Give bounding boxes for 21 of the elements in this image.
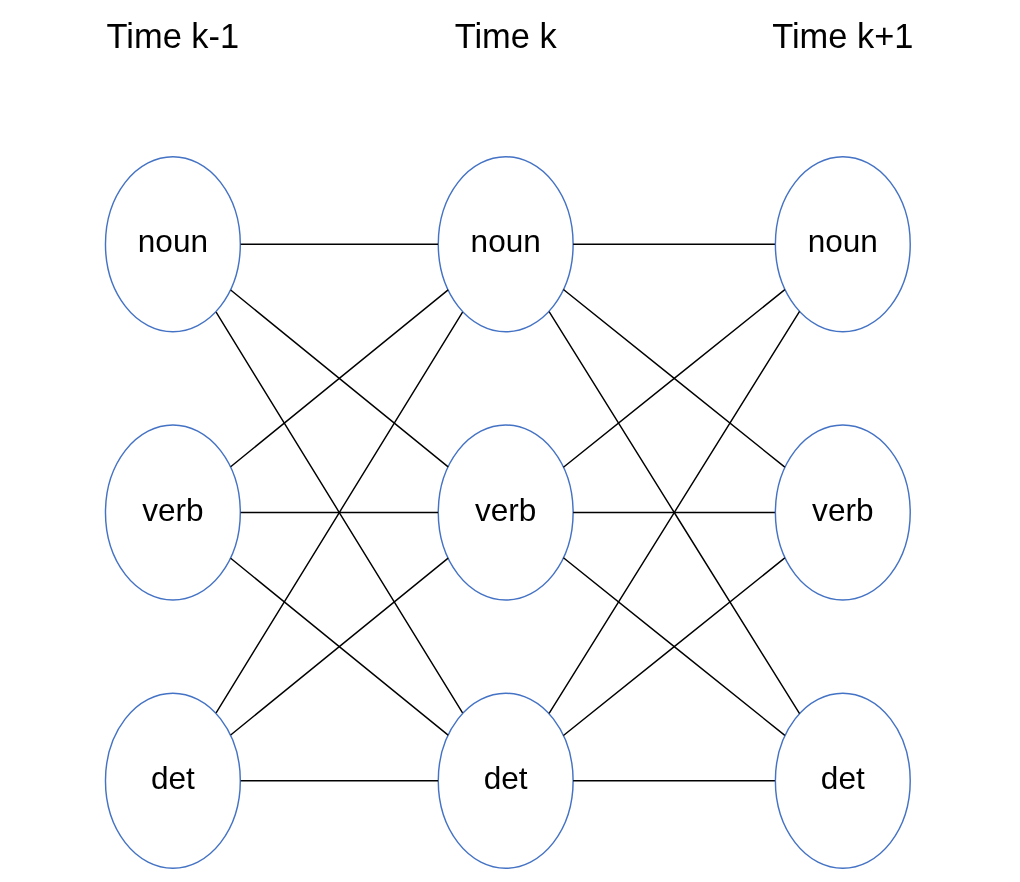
node-ellipse: noun (104, 155, 242, 332)
label: Time k-1 (106, 16, 240, 55)
label: Time k (454, 16, 557, 55)
node-ellipse: verb (437, 423, 574, 601)
connector (562, 288, 786, 468)
connector (548, 310, 801, 714)
connector (240, 779, 439, 781)
connector (240, 243, 439, 245)
node-ellipse: det (104, 692, 242, 869)
node-ellipse: noun (437, 155, 574, 332)
node-ellipse: det (774, 692, 911, 869)
node-ellipse: verb (774, 423, 911, 601)
connector (562, 556, 786, 736)
node-ellipse: det (437, 692, 574, 869)
connector (572, 243, 776, 245)
node-ellipse: noun (774, 155, 911, 332)
connector (240, 511, 439, 513)
connector (572, 779, 776, 781)
node-ellipse: verb (104, 423, 242, 601)
label: Time k+1 (772, 16, 914, 55)
connector (572, 511, 776, 513)
